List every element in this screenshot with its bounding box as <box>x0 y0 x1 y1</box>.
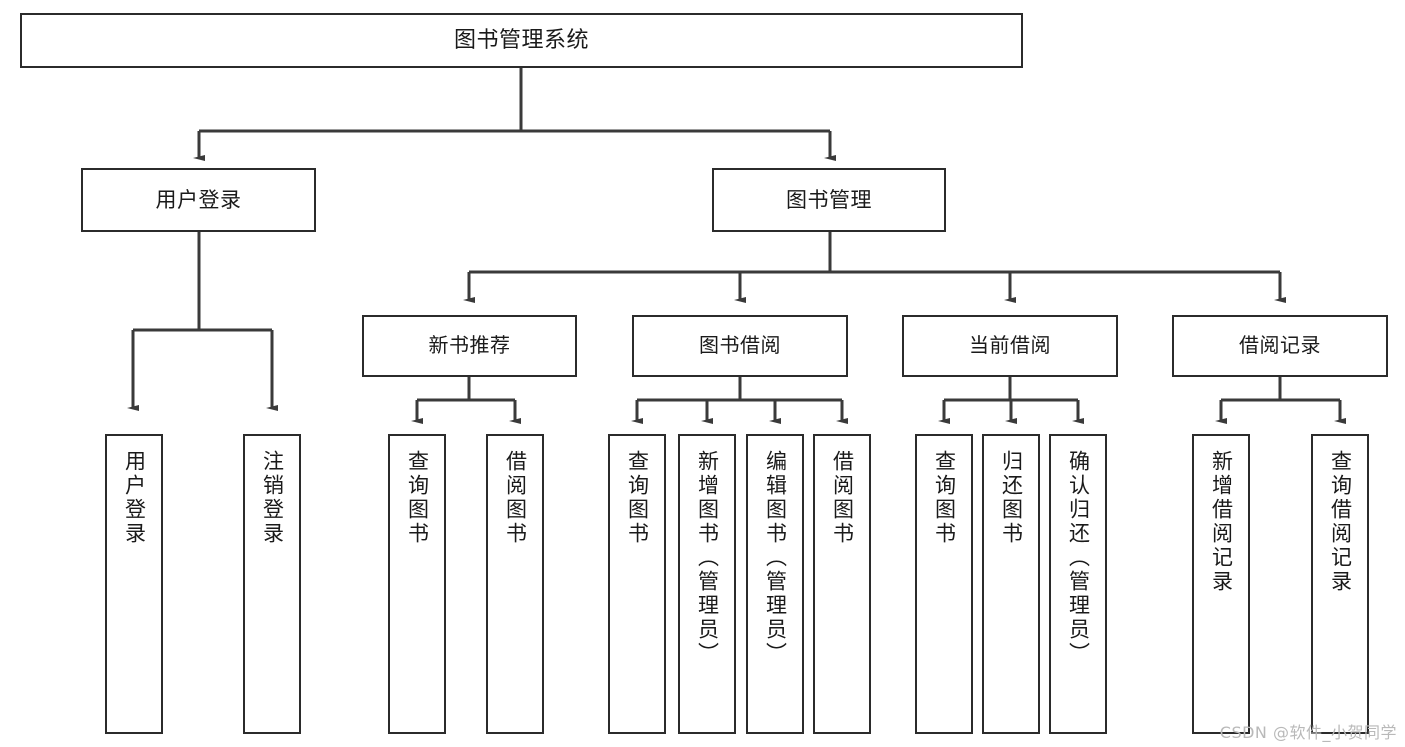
node-user-login[interactable]: 用户登录 <box>81 168 316 232</box>
leaf-query-book-1[interactable]: 查询图书 <box>388 434 446 734</box>
node-book-manage[interactable]: 图书管理 <box>712 168 946 232</box>
node-new-book-recommend[interactable]: 新书推荐 <box>362 315 577 377</box>
leaf-return-book-label: 归还图书 <box>999 450 1024 546</box>
leaf-borrow-book-2-label: 借阅图书 <box>830 450 855 546</box>
node-new-book-recommend-label: 新书推荐 <box>428 333 511 358</box>
node-book-borrow[interactable]: 图书借阅 <box>632 315 848 377</box>
leaf-borrow-book-1-label: 借阅图书 <box>503 450 528 546</box>
node-current-borrow-label: 当前借阅 <box>969 333 1051 358</box>
leaf-edit-book-admin-label: 编辑图书（管理员） <box>763 450 788 666</box>
leaf-add-borrow-record-label: 新增借阅记录 <box>1209 450 1234 594</box>
leaf-user-login[interactable]: 用户登录 <box>105 434 163 734</box>
node-user-login-label: 用户登录 <box>155 187 242 212</box>
node-current-borrow[interactable]: 当前借阅 <box>902 315 1118 377</box>
node-root[interactable]: 图书管理系统 <box>20 13 1023 68</box>
leaf-edit-book-admin[interactable]: 编辑图书（管理员） <box>746 434 804 734</box>
node-book-manage-label: 图书管理 <box>786 187 872 212</box>
node-root-label: 图书管理系统 <box>453 27 589 53</box>
leaf-logout-login-label: 注销登录 <box>260 450 285 546</box>
leaf-query-borrow-record[interactable]: 查询借阅记录 <box>1311 434 1369 734</box>
leaf-confirm-return-admin[interactable]: 确认归还（管理员） <box>1049 434 1107 734</box>
leaf-query-book-3[interactable]: 查询图书 <box>915 434 973 734</box>
leaf-return-book[interactable]: 归还图书 <box>982 434 1040 734</box>
leaf-borrow-book-2[interactable]: 借阅图书 <box>813 434 871 734</box>
leaf-query-book-2[interactable]: 查询图书 <box>608 434 666 734</box>
leaf-query-book-1-label: 查询图书 <box>405 450 430 546</box>
leaf-query-book-2-label: 查询图书 <box>625 450 650 546</box>
leaf-query-borrow-record-label: 查询借阅记录 <box>1328 450 1353 594</box>
node-book-borrow-label: 图书借阅 <box>699 333 781 358</box>
leaf-query-book-3-label: 查询图书 <box>932 450 957 546</box>
node-borrow-record[interactable]: 借阅记录 <box>1172 315 1388 377</box>
leaf-add-borrow-record[interactable]: 新增借阅记录 <box>1192 434 1250 734</box>
csdn-watermark: CSDN @软件_小贺同学 <box>1219 723 1397 742</box>
leaf-borrow-book-1[interactable]: 借阅图书 <box>486 434 544 734</box>
leaf-add-book-admin-label: 新增图书（管理员） <box>695 450 720 666</box>
leaf-logout-login[interactable]: 注销登录 <box>243 434 301 734</box>
leaf-user-login-label: 用户登录 <box>122 450 147 546</box>
leaf-add-book-admin[interactable]: 新增图书（管理员） <box>678 434 736 734</box>
leaf-confirm-return-admin-label: 确认归还（管理员） <box>1066 450 1091 666</box>
node-borrow-record-label: 借阅记录 <box>1239 333 1321 358</box>
